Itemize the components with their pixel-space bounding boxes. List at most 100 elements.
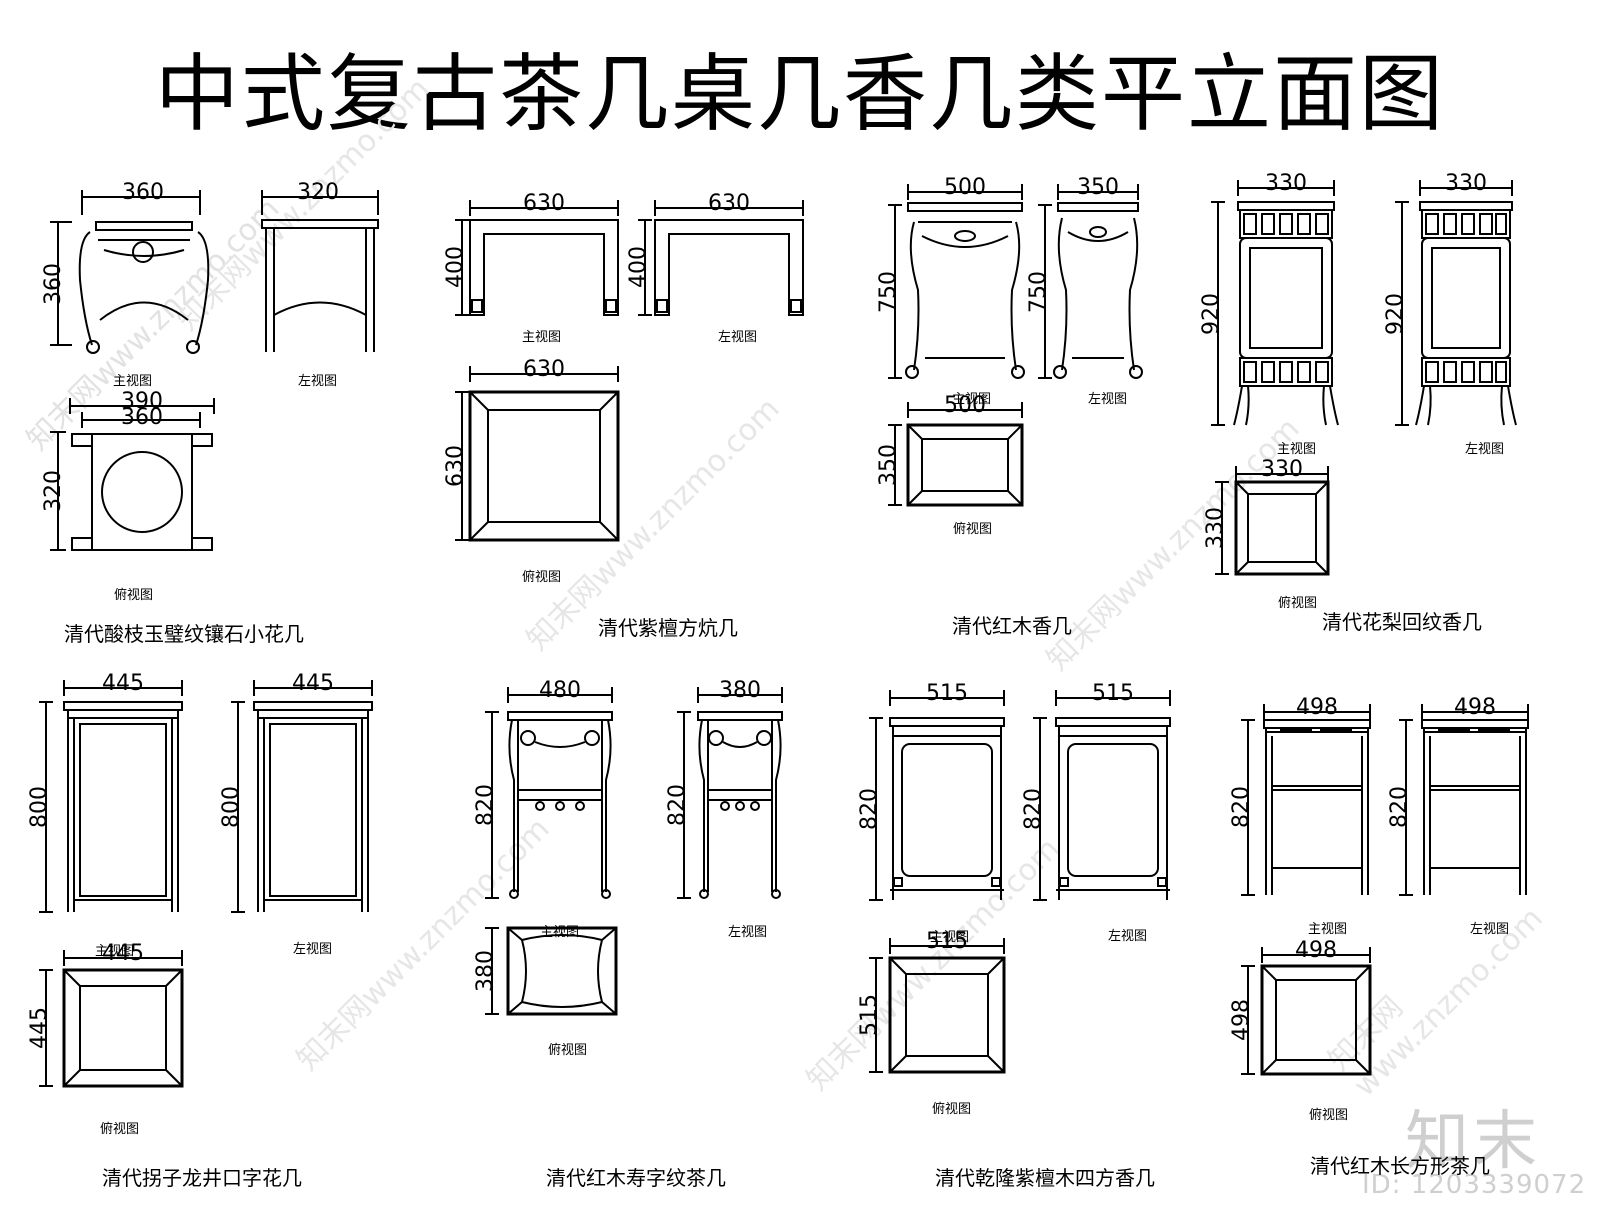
dim-text: 630 (523, 191, 565, 216)
item6-side-view (677, 687, 783, 899)
dim-text: 400 (626, 246, 651, 288)
view-label-side: 左视图 (1465, 442, 1505, 457)
item2-top-view (455, 366, 620, 542)
dim-text: 800 (219, 786, 244, 828)
item7-top-view (869, 938, 1006, 1074)
item5-front-view (39, 680, 183, 913)
dim-text: 498 (1454, 695, 1496, 720)
dim-text: 320 (297, 180, 339, 205)
item4-side-view (1395, 180, 1517, 426)
dim-text: 330 (1265, 171, 1307, 196)
view-label-top: 俯视图 (1309, 1108, 1349, 1123)
item-name: 清代酸枝玉璧纹镶石小花几 (64, 622, 304, 646)
item-name: 清代乾隆紫檀木四方香几 (935, 1166, 1155, 1190)
item8-side-view (1399, 704, 1529, 896)
dim-text: 445 (102, 671, 144, 696)
item-name: 清代红木长方形茶几 (1310, 1154, 1490, 1178)
dim-text: 390 (121, 389, 163, 414)
dim-text: 480 (539, 678, 581, 703)
view-label-side: 左视图 (728, 925, 768, 940)
view-label-front: 主视图 (1308, 922, 1348, 937)
view-label-front: 主视图 (540, 925, 580, 940)
dim-text: 820 (1229, 786, 1254, 828)
dim-text: 630 (523, 357, 565, 382)
item3-top-view (888, 402, 1024, 507)
item-name: 清代红木寿字纹茶几 (546, 1166, 726, 1190)
dim-text: 320 (41, 470, 66, 512)
view-label-side: 左视图 (293, 942, 333, 957)
view-label-top: 俯视图 (548, 1043, 588, 1058)
item6-top-view (485, 926, 618, 1016)
item-name: 清代拐子龙井口字花几 (102, 1166, 302, 1190)
dim-text: 820 (473, 784, 498, 826)
view-label-side: 左视图 (1088, 392, 1128, 407)
dim-text: 350 (1077, 175, 1119, 200)
view-label-front: 主视图 (522, 330, 562, 345)
dim-text: 920 (1383, 293, 1408, 335)
item8-top-view (1241, 947, 1372, 1076)
dim-text: 920 (1199, 293, 1224, 335)
dim-text: 445 (27, 1007, 52, 1049)
dim-text: 800 (27, 786, 52, 828)
item3-side-view (1038, 184, 1143, 379)
dim-text: 360 (121, 405, 163, 430)
dim-text: 820 (857, 788, 882, 830)
item5-top-view (39, 950, 184, 1088)
view-label-side: 左视图 (1108, 929, 1148, 944)
item2-side-view (638, 200, 804, 316)
dim-text: 445 (102, 941, 144, 966)
dim-text: 498 (1295, 938, 1337, 963)
view-label-side: 左视图 (298, 374, 338, 389)
item7-side-view (1033, 690, 1171, 901)
view-label-side: 左视图 (718, 330, 758, 345)
item5-side-view (231, 680, 373, 913)
dim-text: 330 (1261, 457, 1303, 482)
dim-text: 360 (122, 180, 164, 205)
dim-text: 498 (1296, 695, 1338, 720)
dim-text: 515 (1092, 681, 1134, 706)
id-watermark: ID: 1203339072 (1362, 1170, 1587, 1200)
dim-text: 380 (473, 950, 498, 992)
item-name: 清代紫檀方炕几 (598, 616, 738, 640)
dim-text: 630 (708, 191, 750, 216)
logo-watermark: 知末 (1405, 1105, 1541, 1179)
item8-front-view (1241, 704, 1371, 896)
dim-text: 445 (292, 671, 334, 696)
view-label-top: 俯视图 (522, 570, 562, 585)
dim-text: 820 (1021, 788, 1046, 830)
item2-front-view (455, 200, 619, 316)
dim-text: 498 (1229, 999, 1254, 1041)
page-title: 中式复古茶几桌几香几类平立面图 (154, 45, 1445, 143)
item1-side-view (261, 190, 379, 352)
dim-text: 330 (1445, 171, 1487, 196)
item7-front-view (869, 690, 1005, 901)
view-label-top: 俯视图 (114, 588, 154, 603)
dim-text: 820 (665, 784, 690, 826)
dim-text: 400 (443, 246, 468, 288)
dim-text: 500 (944, 175, 986, 200)
item-name: 清代花梨回纹香几 (1322, 610, 1482, 634)
item4-top-view (1215, 466, 1330, 576)
view-label-side: 左视图 (1470, 922, 1510, 937)
dim-text: 750 (1026, 271, 1051, 313)
item1-front-view (50, 190, 210, 354)
view-label-top: 俯视图 (953, 522, 993, 537)
dim-text: 820 (1387, 786, 1412, 828)
dim-text: 350 (876, 444, 901, 486)
dim-text: 500 (944, 393, 986, 418)
view-label-front: 主视图 (930, 930, 970, 945)
item6-front-view (485, 687, 613, 899)
view-label-front: 主视图 (952, 392, 992, 407)
dim-text: 750 (876, 271, 901, 313)
view-label-top: 俯视图 (100, 1122, 140, 1137)
view-label-front: 主视图 (113, 374, 153, 389)
dim-text: 360 (41, 263, 66, 305)
view-label-top: 俯视图 (932, 1102, 972, 1117)
dim-text: 380 (719, 678, 761, 703)
dim-text: 515 (926, 929, 968, 954)
item1-top-view (50, 398, 215, 551)
view-label-front: 主视图 (95, 944, 135, 959)
dim-text: 630 (443, 445, 468, 487)
